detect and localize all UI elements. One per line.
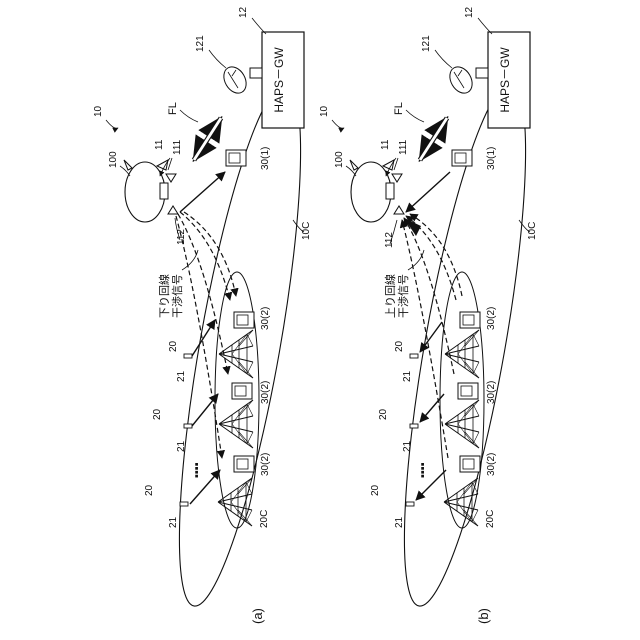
bs-terminal-1 [460, 312, 480, 328]
base-station-1: 20 21 [394, 322, 479, 382]
bs-terminal-1 [234, 312, 254, 328]
svg-text:30(2): 30(2) [486, 453, 497, 476]
bs-terminal-2 [232, 383, 252, 399]
svg-text:20: 20 [370, 484, 381, 496]
panel-b: HAPS－GW 12 121 FL 10 100 11 111 [319, 6, 550, 624]
gateway-ref: 12 [238, 6, 249, 18]
haps-terminal-label: 30(1) [486, 147, 497, 170]
svg-text:21: 21 [402, 440, 413, 452]
gateway-label: HAPS－GW [272, 47, 286, 113]
relay-ref: 11 [380, 139, 391, 150]
svg-text:21: 21 [394, 516, 405, 528]
relay-antenna-ref: 111 [398, 139, 409, 155]
svg-text:30(2): 30(2) [260, 453, 271, 476]
svg-text:30(2): 30(2) [260, 381, 271, 404]
haps-airship [350, 160, 394, 222]
svg-text:21: 21 [402, 370, 413, 382]
haps-airship [124, 160, 168, 222]
antenna-ref: 121 [195, 35, 206, 52]
haps-terminal [226, 150, 246, 166]
svg-text:30(2): 30(2) [486, 307, 497, 330]
antenna-ref: 121 [421, 35, 432, 52]
bs-terminal-3 [234, 456, 254, 472]
bs-terminal-2 [458, 383, 478, 399]
feeder-link-arrow [420, 118, 447, 160]
relay-ref: 11 [154, 139, 165, 150]
interference-label-1: 上り回線 [383, 274, 397, 318]
svg-text:20: 20 [378, 408, 389, 420]
svg-text:20: 20 [168, 340, 179, 352]
haps-gateway: HAPS－GW [262, 32, 304, 128]
ellipsis-dots: ▪▪▪▪ [417, 462, 429, 478]
interference-label-1: 下り回線 [157, 274, 171, 318]
svg-text:30(2): 30(2) [260, 307, 271, 330]
haps-ref: 100 [108, 151, 119, 168]
svg-text:20: 20 [144, 484, 155, 496]
feeder-link-label: FL [393, 102, 405, 115]
bs-cell-label: 20C [485, 510, 496, 528]
svg-text:20: 20 [152, 408, 163, 420]
feeder-link-label: FL [167, 102, 179, 115]
svg-text:20: 20 [394, 340, 405, 352]
svg-text:21: 21 [176, 370, 187, 382]
bs-terminal-3 [460, 456, 480, 472]
interference-label-2: 干渉信号 [170, 274, 184, 318]
haps-terminal-label: 30(1) [260, 147, 271, 170]
svg-text:21: 21 [168, 516, 179, 528]
panel-caption: (a) [250, 608, 265, 624]
haps-terminal [452, 150, 472, 166]
interference-label-2: 干渉信号 [396, 274, 410, 318]
gateway-label: HAPS－GW [498, 47, 512, 113]
relay-antenna-ref: 111 [172, 139, 183, 155]
panel-a: HAPS－GW 12 121 FL 10 100 [93, 6, 325, 624]
system-ref: 10 [319, 105, 330, 117]
feeder-link-arrow [194, 118, 221, 160]
base-station-2: 20 21 [152, 394, 253, 452]
haps-gateway: HAPS－GW [488, 32, 530, 128]
gateway-ref: 12 [464, 6, 475, 18]
panel-caption: (b) [476, 608, 491, 624]
system-ref: 10 [93, 105, 104, 117]
svg-text:21: 21 [176, 440, 187, 452]
base-station-2: 20 21 [378, 394, 479, 452]
base-station-1: 20 21 [168, 320, 253, 382]
bs-cell-label: 20C [259, 510, 270, 528]
haps-ref: 100 [334, 151, 345, 168]
ellipsis-dots: ▪▪▪▪ [191, 462, 203, 478]
svg-text:30(2): 30(2) [486, 381, 497, 404]
